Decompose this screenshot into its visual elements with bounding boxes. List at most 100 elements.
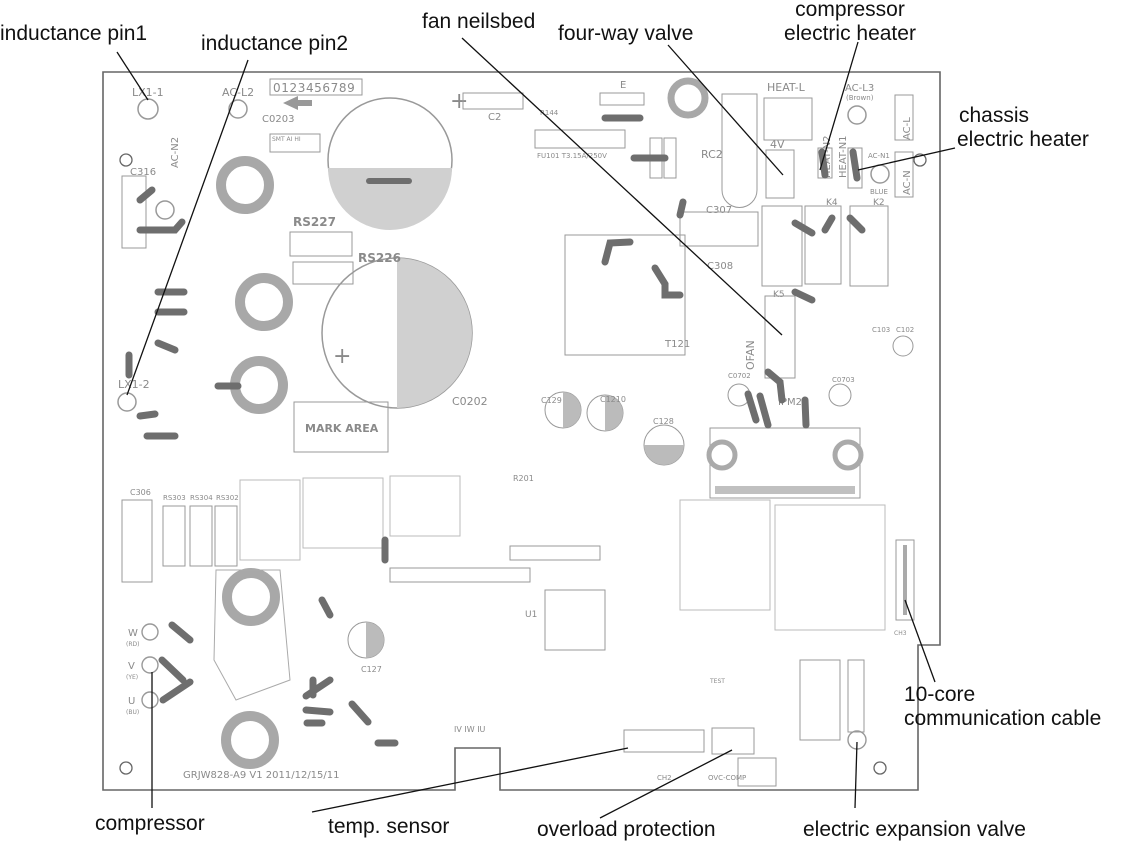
silk-c0203: C0203	[262, 114, 294, 125]
silk-v: V	[128, 661, 135, 672]
callout-chassis-heater-line1: chassis	[959, 104, 1030, 127]
mounting-hole	[913, 153, 927, 167]
resistor-rs226	[292, 261, 354, 285]
four-way-valve-connector	[765, 149, 795, 199]
silk-c316: C316	[130, 167, 156, 178]
inductance-pin2-ring	[216, 156, 274, 214]
plus-mark: +	[333, 344, 351, 369]
part-rc2	[721, 93, 758, 208]
silk-v-color: (YE)	[126, 674, 138, 681]
smd-field	[389, 475, 461, 537]
silk-lx1-2: LX1-2	[118, 378, 150, 391]
leader-comm-cable	[904, 599, 936, 683]
leader-four-way-valve	[667, 44, 784, 176]
silk-t121: T121	[664, 339, 690, 350]
capacitor-fill	[563, 392, 581, 428]
silk-w: W	[128, 628, 138, 639]
silk-ch3: CH3	[894, 630, 907, 637]
resistor-rs302	[214, 505, 238, 567]
callout-chassis-heater: chassis electric heater	[957, 104, 1089, 152]
silk-ch2: CH2	[657, 774, 672, 782]
silk-rs304: RS304	[190, 494, 213, 502]
silk-blue: BLUE	[870, 188, 888, 196]
callout-comm-cable-line1: 10-core	[904, 683, 976, 706]
silk-ac-l: AC-L	[902, 117, 913, 140]
silk-lx1-1: LX1-1	[132, 86, 164, 99]
compressor-w-pad	[141, 623, 159, 641]
resistor-c306	[121, 499, 153, 583]
silk-c307: C307	[706, 205, 732, 216]
ring-pad	[235, 273, 293, 331]
capacitor-c2	[462, 92, 524, 110]
callout-compressor-heater: compressor electric heater	[770, 0, 930, 46]
connector-ac-l	[894, 94, 914, 141]
silk-ac-n1: AC-N1	[868, 152, 890, 160]
jumper	[366, 178, 412, 184]
capacitor-c0202-fill	[397, 258, 472, 408]
silk-w-color: (RD)	[126, 641, 139, 648]
relay-k5	[804, 205, 842, 285]
silk-c1210: C1210	[600, 395, 626, 404]
smd-field	[679, 499, 771, 611]
leader-overload	[599, 749, 733, 819]
ipm-screw	[706, 439, 738, 471]
callout-fan-neilsbed: fan neilsbed	[422, 10, 536, 33]
smd-field	[774, 504, 886, 631]
silk-c308: C308	[707, 261, 733, 272]
capacitor-c102	[892, 335, 914, 357]
overload-connector-body	[737, 757, 777, 787]
callout-compressor-heater-line1: compressor	[795, 0, 905, 21]
silk-smt: SMT AI HI	[272, 136, 301, 143]
part-e	[599, 92, 645, 106]
relay-k4	[761, 205, 803, 287]
mounting-hole	[119, 153, 133, 167]
compressor-u-pad	[141, 691, 159, 709]
communication-connector	[895, 539, 915, 621]
silk-rs227: RS227	[293, 215, 336, 229]
capacitor-c0203-fill	[328, 168, 452, 230]
silk-ofan: OFAN	[744, 340, 757, 370]
silk-c127: C127	[361, 665, 382, 674]
leader-eev	[854, 741, 858, 809]
silk-heat-n1: HEAT-N1	[838, 135, 849, 178]
silk-r201: R201	[513, 474, 534, 483]
smt-box	[269, 133, 321, 153]
connector-c316	[121, 175, 147, 249]
smd-field	[302, 477, 384, 549]
silk-k5: K5	[773, 290, 785, 300]
mcu-u1	[544, 589, 606, 651]
callout-chassis-heater-line2: electric heater	[957, 128, 1089, 151]
leader-compressor-heater	[819, 41, 859, 171]
silk-e: E	[620, 80, 626, 91]
capacitor-fill	[644, 445, 684, 465]
arrow-mark	[283, 96, 312, 110]
silk-ac-n2: AC-N2	[170, 137, 181, 168]
silk-c128: C128	[653, 417, 674, 426]
silk-4v: 4V	[770, 138, 785, 151]
silk-brown: (Brown)	[846, 94, 874, 102]
silk-test: TEST	[709, 678, 725, 685]
mark-area	[293, 401, 389, 453]
header-strip	[389, 567, 531, 583]
callout-inductance-pin1: inductance pin1	[0, 22, 148, 45]
compressor-region	[213, 569, 291, 701]
mounting-hole	[119, 761, 133, 775]
mounting-hole	[873, 761, 887, 775]
resistor-rs303	[162, 505, 186, 567]
silk-footer: GRJW828-A9 V1 2011/12/15/11	[183, 770, 340, 781]
relay-k2	[849, 205, 889, 287]
leader-fan-neilsbed	[461, 37, 783, 336]
smd-field	[239, 479, 301, 561]
silk-ovc-comp: OVC-COMP	[708, 774, 746, 782]
silk-c306: C306	[130, 488, 151, 497]
silk-c129: C129	[541, 396, 562, 405]
silk-u1: U1	[525, 610, 537, 620]
temp-sensor-connector-ch2	[623, 729, 705, 753]
silk-rs302: RS302	[216, 494, 239, 502]
silk-ac-l2: AC-L2	[222, 86, 254, 99]
capacitor-c0703	[828, 383, 852, 407]
silk-ipm2: IPM2	[778, 397, 802, 408]
silk-c0202: C0202	[452, 395, 488, 408]
overload-connector	[711, 727, 755, 755]
silk-fu101: FU101 T3.15A/250V	[537, 152, 607, 160]
